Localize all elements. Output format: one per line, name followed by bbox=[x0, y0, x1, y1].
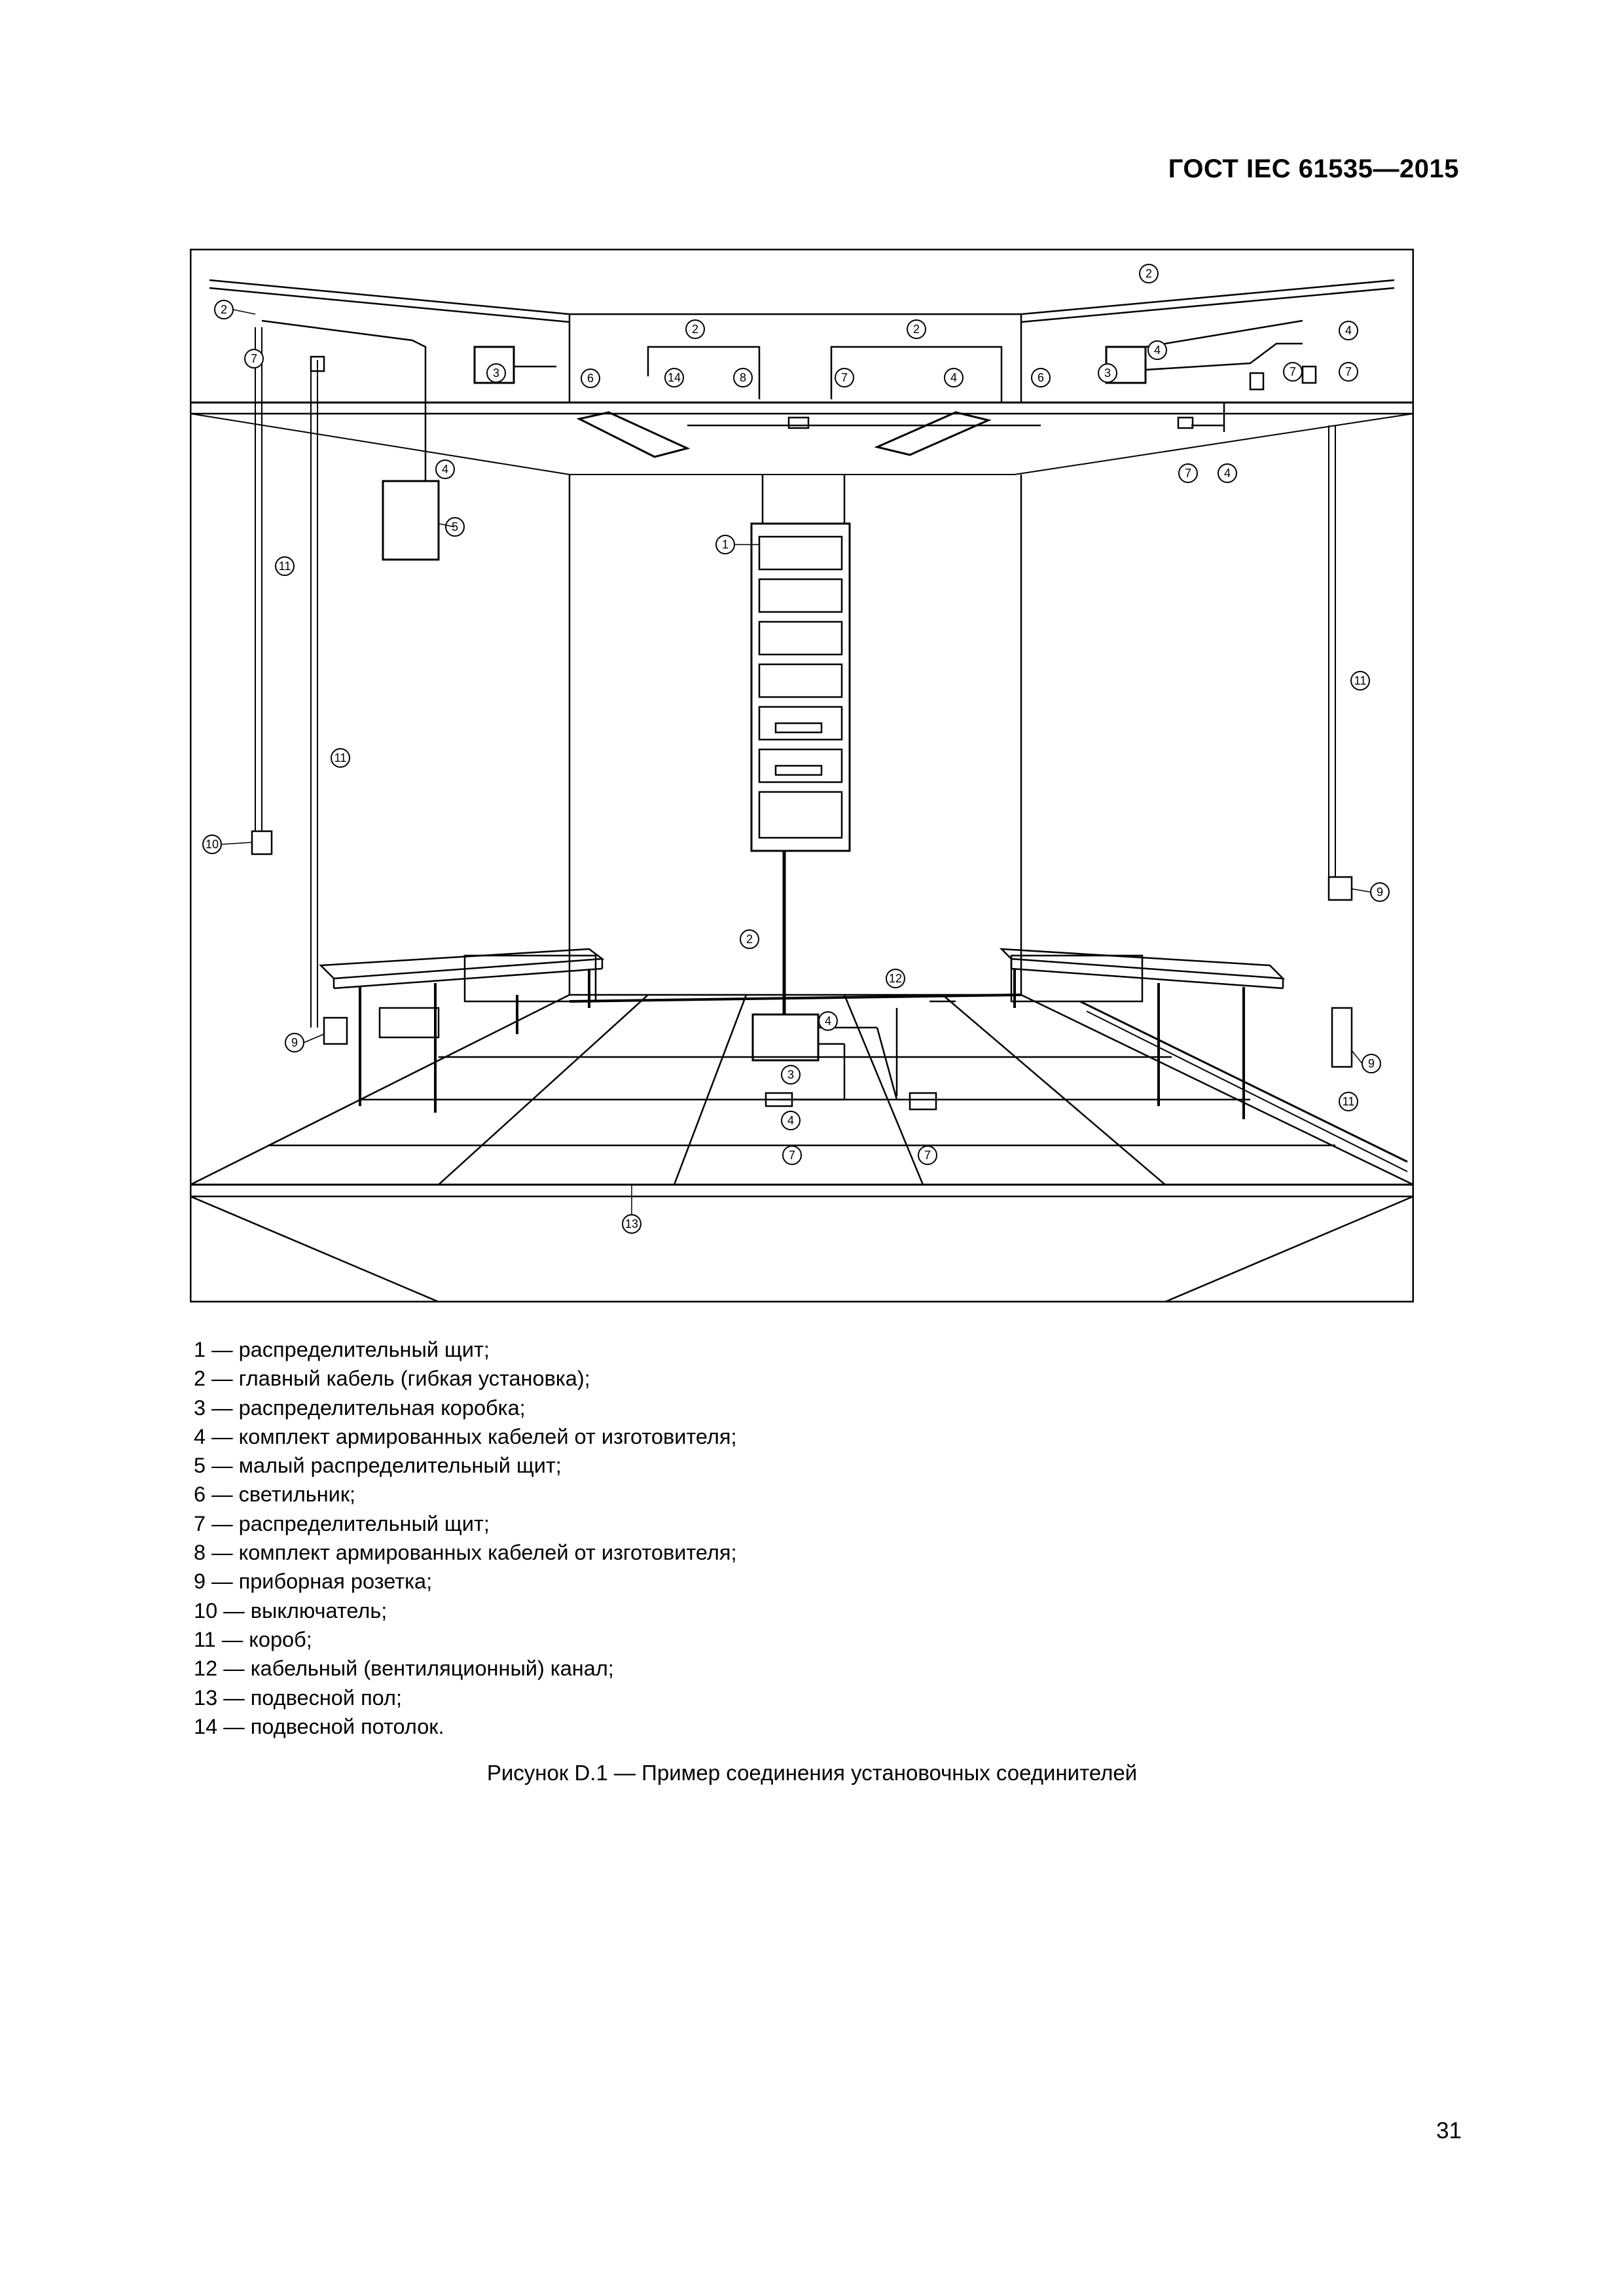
callout-label: 2 bbox=[746, 933, 753, 946]
callout-label: 7 bbox=[1345, 365, 1352, 378]
callout-label: 11 bbox=[1343, 1095, 1355, 1108]
page-number: 31 bbox=[1436, 2118, 1462, 2144]
callout-label: 7 bbox=[251, 352, 257, 365]
callout-label: 11 bbox=[279, 560, 291, 573]
callout-label: 6 bbox=[587, 372, 594, 385]
callout-label: 2 bbox=[1146, 267, 1152, 280]
callout-label: 2 bbox=[692, 323, 698, 336]
callout-label: 4 bbox=[442, 463, 448, 476]
callout-label: 5 bbox=[452, 520, 458, 533]
legend-item: 6 — светильник; bbox=[194, 1482, 356, 1507]
callout-label: 1 bbox=[722, 538, 729, 551]
legend-item: 2 — главный кабель (гибкая установка); bbox=[194, 1367, 590, 1391]
callout-label: 2 bbox=[221, 303, 227, 316]
legend-item: 11 — короб; bbox=[194, 1627, 312, 1651]
callout-label: 7 bbox=[841, 371, 848, 384]
figure-caption: Рисунок D.1 — Пример соединения установо… bbox=[486, 1761, 1138, 1785]
legend-item: 13 — подвесной пол; bbox=[194, 1685, 403, 1710]
callout-label: 13 bbox=[625, 1217, 638, 1230]
legend-item: 8 — комплект армированных кабелей от изг… bbox=[194, 1541, 737, 1565]
callout-label: 4 bbox=[1224, 467, 1231, 480]
document-header: ГОСТ IEC 61535—2015 bbox=[1168, 154, 1459, 183]
callout-label: 7 bbox=[789, 1149, 795, 1162]
legend-item: 3 — распределительная коробка; bbox=[194, 1395, 526, 1420]
room-drawing: 2 2 2 2 7 3 3 6 14 8 7 4 6 4 7 4 7 4 7 4… bbox=[190, 249, 1414, 1302]
callout-label: 7 bbox=[1290, 365, 1296, 378]
legend-item: 12 — кабельный (вентиляционный) канал; bbox=[194, 1657, 614, 1681]
callout-label: 4 bbox=[825, 1014, 831, 1028]
callout-label: 2 bbox=[913, 323, 920, 336]
legend-item: 4 — комплект армированных кабелей от изг… bbox=[194, 1424, 737, 1448]
legend-item: 5 — малый распределительный щит; bbox=[194, 1454, 562, 1478]
callout-label: 6 bbox=[1038, 371, 1044, 384]
callout-label: 12 bbox=[889, 972, 902, 985]
figure-legend: 1 — распределительный щит; 2 — главный к… bbox=[194, 1335, 737, 1741]
callout-label: 4 bbox=[1345, 324, 1352, 337]
callout-label: 4 bbox=[1154, 344, 1161, 357]
callout-label: 7 bbox=[1185, 467, 1191, 480]
legend-item: 7 — распределительный щит; bbox=[194, 1511, 490, 1535]
legend-item: 1 — распределительный щит; bbox=[194, 1338, 490, 1361]
installation-figure: 2 2 2 2 7 3 3 6 14 8 7 4 6 4 7 4 7 4 7 4… bbox=[190, 249, 1414, 1302]
callout-label: 3 bbox=[787, 1068, 794, 1081]
callout-label: 3 bbox=[493, 367, 499, 380]
callout-label: 4 bbox=[950, 371, 957, 384]
callout-label: 9 bbox=[291, 1036, 298, 1049]
legend-item: 10 — выключатель; bbox=[194, 1598, 388, 1623]
callout-label: 4 bbox=[787, 1114, 794, 1127]
legend-item: 14 — подвесной потолок. bbox=[194, 1714, 444, 1738]
callout-label: 9 bbox=[1368, 1057, 1375, 1070]
callout-label: 14 bbox=[668, 371, 681, 384]
callout-label: 11 bbox=[1354, 674, 1367, 687]
callout-label: 7 bbox=[924, 1149, 931, 1162]
callout-label: 10 bbox=[206, 838, 219, 851]
callout-label: 9 bbox=[1377, 886, 1383, 899]
callout-label: 11 bbox=[334, 751, 347, 764]
callout-label: 8 bbox=[740, 371, 746, 384]
legend-item: 9 — приборная розетка; bbox=[194, 1570, 433, 1594]
callout-label: 3 bbox=[1104, 367, 1111, 380]
